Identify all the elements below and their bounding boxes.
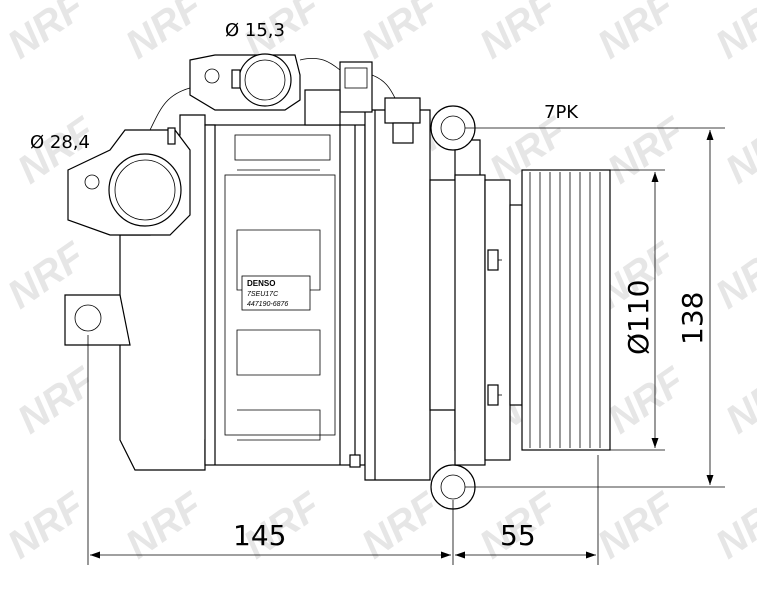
dim-height: 138 — [676, 292, 709, 345]
label-model: 7SEU17C — [247, 291, 279, 298]
denso-label: DENSO 7SEU17C 447190-6876 — [241, 275, 311, 311]
watermark-text: NRF — [354, 0, 448, 67]
watermark-text: NRF — [600, 358, 694, 442]
watermark-text: NRF — [708, 0, 757, 67]
dimension-lines — [87, 127, 725, 565]
watermark-text: NRF — [600, 108, 694, 192]
watermark-text: NRF — [718, 108, 757, 192]
watermark-text: NRF — [10, 358, 104, 442]
dim-port-large: Ø 28,4 — [30, 132, 90, 153]
compressor-body — [64, 53, 611, 510]
watermark-text: NRF — [472, 0, 566, 67]
dim-port-small: Ø 15,3 — [225, 20, 285, 41]
dim-pulley-diameter: Ø110 — [622, 280, 655, 355]
watermark-text: NRF — [590, 483, 684, 567]
watermark-text: NRF — [708, 233, 757, 317]
label-part-number: 447190-6876 — [247, 301, 288, 308]
pulley — [521, 169, 611, 451]
watermark-text: NRF — [590, 0, 684, 67]
watermark-text: NRF — [708, 483, 757, 567]
watermark-text: NRF — [0, 0, 94, 67]
watermark-text: NRF — [718, 358, 757, 442]
watermark-text: NRF — [0, 483, 94, 567]
watermark-text: NRF — [118, 0, 212, 67]
dim-length-pulley: 55 — [500, 519, 536, 552]
dim-belt-type: 7PK — [544, 102, 579, 123]
dim-length-body: 145 — [233, 519, 286, 552]
label-brand: DENSO — [247, 279, 275, 288]
